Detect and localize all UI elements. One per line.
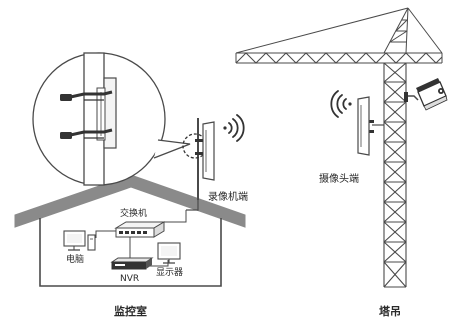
tower-crane bbox=[235, 7, 443, 288]
callout-clamp-lower bbox=[60, 128, 113, 139]
surveillance-camera-icon bbox=[404, 78, 448, 111]
camera-wifi-signal-icon bbox=[330, 90, 352, 118]
tower-crane-label: 塔吊 bbox=[379, 304, 401, 318]
crane-apex bbox=[235, 7, 443, 54]
nvr-device: NVR bbox=[110, 257, 154, 284]
switch-label: 交换机 bbox=[120, 207, 147, 219]
camera-end-cpe: 摄像头端 bbox=[319, 90, 384, 185]
callout-bracket bbox=[103, 77, 117, 149]
callout-clamp-upper bbox=[60, 90, 113, 101]
computer-label: 电脑 bbox=[66, 253, 84, 265]
nvr-label: NVR bbox=[120, 274, 139, 284]
monitor-label: 显示器 bbox=[156, 267, 183, 278]
recorder-wifi-signal-icon bbox=[223, 114, 245, 142]
house-walls bbox=[39, 218, 222, 287]
camera-cpe-device bbox=[357, 96, 370, 156]
house-network: 交换机 电脑 NVR 显示器 bbox=[63, 207, 187, 284]
network-switch: 交换机 bbox=[114, 207, 166, 238]
monitor-icon: 显示器 bbox=[156, 242, 183, 278]
recorder-cpe-device bbox=[202, 121, 215, 181]
mount-detail-callout bbox=[32, 52, 191, 186]
recorder-end-label: 录像机端 bbox=[208, 190, 248, 203]
crane-mast bbox=[383, 62, 407, 288]
monitoring-room-label: 监控室 bbox=[114, 304, 147, 318]
recorder-end-cpe: 录像机端 bbox=[182, 114, 248, 211]
camera-end-label: 摄像头端 bbox=[319, 172, 359, 185]
crane-jib bbox=[235, 52, 443, 64]
computer-icon: 电脑 bbox=[63, 230, 96, 265]
